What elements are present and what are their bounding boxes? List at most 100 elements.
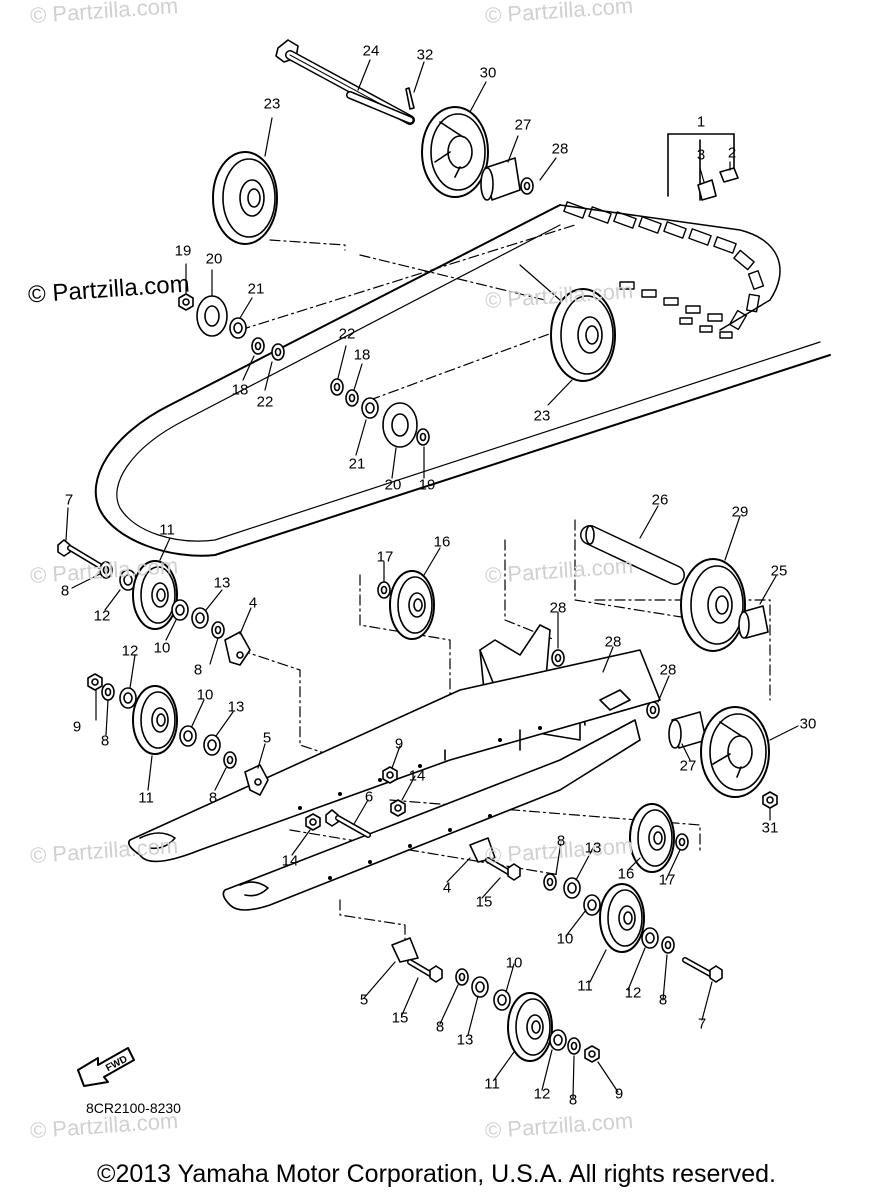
callout-12: 12 <box>93 607 111 625</box>
washer-28-top <box>520 177 534 195</box>
callout-8: 8 <box>100 732 110 750</box>
callout-leaders <box>65 59 799 1099</box>
callout-23: 23 <box>263 95 281 113</box>
washer-8-left-lower <box>101 683 115 701</box>
nut-14-center <box>390 799 406 817</box>
bushing-12-left-lower <box>119 687 137 709</box>
collar-27-top <box>480 157 521 201</box>
fwd-arrow-icon: FWD <box>77 1047 135 1087</box>
washer-18-left <box>251 337 265 355</box>
callout-27: 27 <box>514 116 532 134</box>
callout-2: 2 <box>727 144 737 162</box>
callout-30: 30 <box>479 64 497 82</box>
callout-10: 10 <box>196 686 214 704</box>
callout-27: 27 <box>679 757 697 775</box>
callout-23: 23 <box>533 407 551 425</box>
wheel-11-bottom <box>507 992 553 1062</box>
bracket-4-left <box>224 631 251 666</box>
callout-8: 8 <box>658 991 668 1009</box>
callout-13: 13 <box>584 839 602 857</box>
callout-10: 10 <box>505 954 523 972</box>
callout-25: 25 <box>770 562 788 580</box>
collar-13-left-top <box>191 607 209 629</box>
callout-28: 28 <box>549 599 567 617</box>
callout-17: 17 <box>376 548 394 566</box>
idler-wheel-30-lower <box>700 706 770 798</box>
bolt-7-right <box>682 957 723 983</box>
callout-14: 14 <box>281 852 299 870</box>
callout-19: 19 <box>418 476 436 494</box>
callout-10: 10 <box>153 639 171 657</box>
callout-20: 20 <box>384 476 402 494</box>
washer-18-center <box>345 389 359 407</box>
wheel-20-left <box>196 295 228 337</box>
callout-4: 4 <box>442 879 452 897</box>
callout-30: 30 <box>799 715 817 733</box>
bushing-12-bottom <box>549 1029 567 1051</box>
callout-18: 18 <box>353 346 371 364</box>
callout-11: 11 <box>577 977 593 995</box>
leader-lines <box>239 224 771 941</box>
callout-1: 1 <box>696 113 706 131</box>
bolt-15-lower <box>407 959 443 983</box>
collar-13-bottom <box>471 976 489 998</box>
spacer-10-left-lower <box>179 725 197 747</box>
washer-8-left-bottom <box>223 751 237 769</box>
callout-21: 21 <box>348 455 366 473</box>
collar-13-right <box>563 877 581 899</box>
callout-18: 18 <box>231 381 249 399</box>
nut-9-bottom <box>584 1045 600 1063</box>
callout-16: 16 <box>617 865 635 883</box>
callout-5: 5 <box>359 991 369 1009</box>
idler-wheel-16-upper <box>389 570 435 640</box>
collar-25 <box>738 605 769 639</box>
callout-12: 12 <box>533 1085 551 1103</box>
nut-9-center <box>382 766 398 784</box>
callout-8: 8 <box>568 1091 578 1109</box>
callout-4: 4 <box>248 594 258 612</box>
bolt-15-center <box>485 857 521 881</box>
callout-8: 8 <box>435 1018 445 1036</box>
copyright-notice: ©2013 Yamaha Motor Corporation, U.S.A. A… <box>97 1160 776 1188</box>
washer-28-c <box>646 701 660 719</box>
wheel-20-center <box>382 402 418 448</box>
spacer-10-bottom <box>493 989 511 1011</box>
callout-15: 15 <box>475 893 493 911</box>
collar-27-lower <box>668 711 707 749</box>
callout-26: 26 <box>651 491 669 509</box>
bracket-5-center <box>391 937 419 963</box>
callout-7: 7 <box>64 491 74 509</box>
fwd-label: FWD <box>104 1054 129 1074</box>
bracket-5-left <box>244 764 269 796</box>
callout-24: 24 <box>362 42 380 60</box>
callout-28: 28 <box>659 661 677 679</box>
washer-8-right <box>661 936 675 954</box>
callout-11: 11 <box>484 1075 500 1093</box>
washer-19-center <box>416 428 430 446</box>
spacer-10-right <box>583 894 601 916</box>
callout-21: 21 <box>247 280 265 298</box>
nut-9-left <box>87 673 103 691</box>
washer-8-right-top <box>543 873 557 891</box>
callout-3: 3 <box>696 146 706 164</box>
nut-14-left <box>305 813 321 831</box>
callout-10: 10 <box>556 930 574 948</box>
washer-8-bottom-left <box>455 968 469 986</box>
washer-8-left-mid <box>211 621 225 639</box>
callout-29: 29 <box>731 503 749 521</box>
collar-13-left-lower <box>203 734 221 756</box>
callout-8: 8 <box>60 582 70 600</box>
callout-9: 9 <box>394 735 404 753</box>
wheel-11-left-lower <box>132 685 178 755</box>
diagram-code: 8CR2100-8230 <box>86 1100 181 1116</box>
callout-28: 28 <box>604 633 622 651</box>
callout-8: 8 <box>193 661 203 679</box>
washer-28-a <box>551 649 565 667</box>
callout-17: 17 <box>658 871 676 889</box>
callout-11: 11 <box>159 521 175 539</box>
callout-22: 22 <box>338 325 356 343</box>
bushing-12-right <box>641 927 659 949</box>
callout-20: 20 <box>205 250 223 268</box>
callout-31: 31 <box>761 819 779 837</box>
